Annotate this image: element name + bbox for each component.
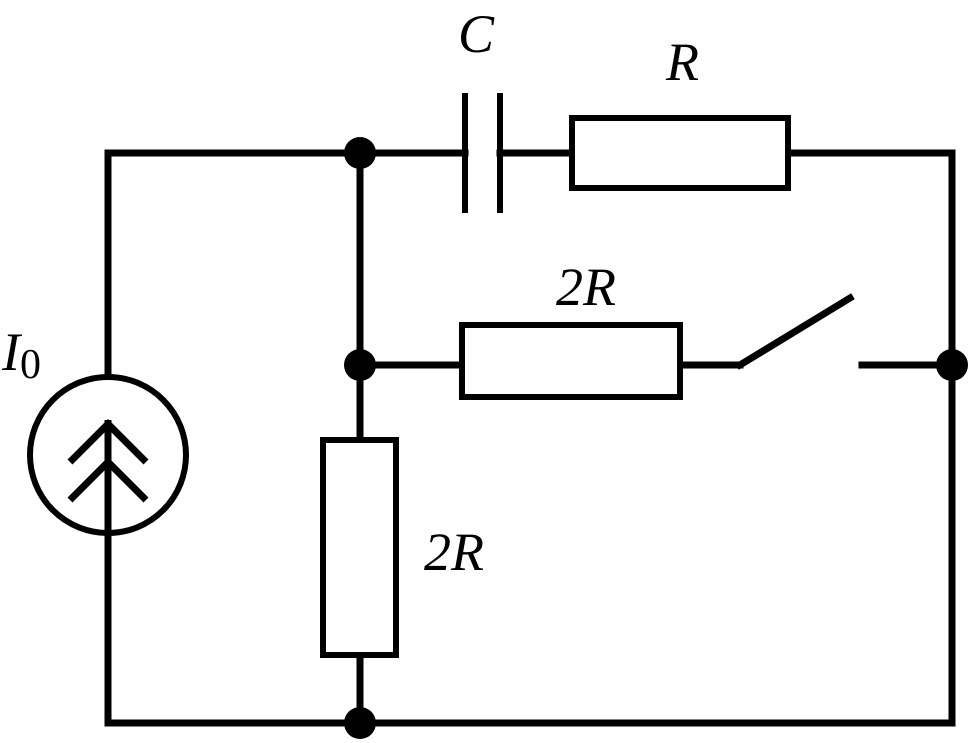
current-source-icon [27, 374, 189, 536]
current-source-label-main: I [1, 322, 23, 382]
capacitor [462, 93, 503, 213]
junction-node-icon [936, 349, 968, 381]
current-source-label-sub: 0 [20, 342, 41, 388]
open-switch-icon [735, 293, 855, 370]
resistor-vertical-label: 2R [424, 522, 484, 582]
junction-node-icon [344, 349, 376, 381]
resistor-vertical [320, 437, 399, 658]
wires [104, 149, 956, 727]
junction-nodes [344, 137, 968, 739]
current-source-chevron-lower [67, 457, 149, 503]
current-source-chevron-upper [67, 419, 149, 465]
resistor-top [569, 115, 791, 191]
wire-left-upper [104, 149, 469, 379]
capacitor-label: C [458, 4, 495, 64]
junction-node-icon [344, 137, 376, 169]
resistor-middle [459, 322, 683, 400]
resistor-top-label: R [665, 32, 699, 92]
current-source-label: I0 [1, 322, 41, 388]
junction-node-icon [344, 707, 376, 739]
resistor-middle-label: 2R [556, 257, 616, 317]
